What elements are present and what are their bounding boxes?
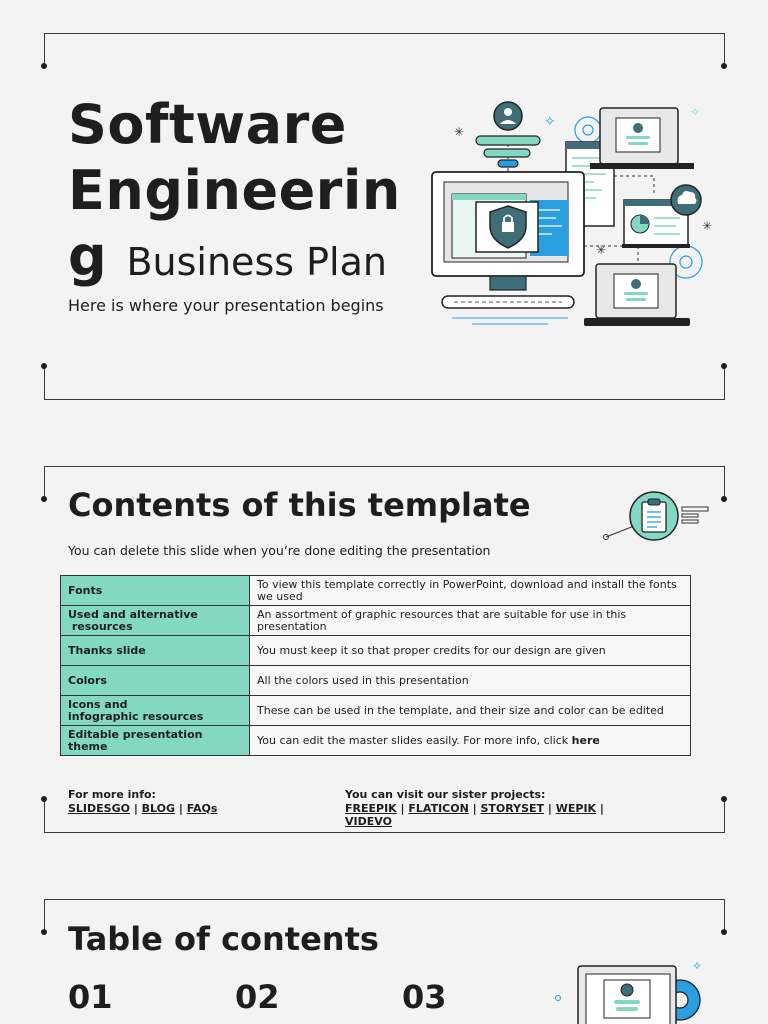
table-row: Colors All the colors used in this prese… [60, 665, 691, 696]
frame-top-right-tick [724, 899, 725, 933]
videvo-link[interactable]: VIDEVO [345, 815, 392, 828]
frame-dot [41, 496, 47, 502]
sister-projects-label: You can visit our sister projects: [345, 788, 546, 801]
more-info-label: For more info: [68, 788, 156, 801]
title-line-3: g [68, 225, 108, 288]
svg-text:✧: ✧ [690, 105, 700, 119]
wepik-link[interactable]: WEPIK [555, 801, 597, 815]
frame-bottom [44, 399, 725, 400]
key-connector: and [98, 607, 130, 621]
svg-text:✳: ✳ [454, 125, 464, 139]
row-value: All the colors used in this presentation [249, 665, 691, 696]
icons-link[interactable]: Icons [68, 697, 101, 711]
frame-dot [41, 929, 47, 935]
frame-top-left-tick [44, 899, 45, 933]
frame-dot [41, 363, 47, 369]
infographic-resources-link[interactable]: infographic resources [68, 709, 204, 723]
faqs-link[interactable]: FAQs [186, 801, 218, 815]
frame-dot [721, 929, 727, 935]
slidesgo-link[interactable]: SLIDESGO [68, 801, 130, 815]
separator: | [544, 801, 556, 815]
presentation-subtitle: Here is where your presentation begins [68, 296, 384, 315]
row-value: You must keep it so that proper credits … [249, 635, 691, 666]
thanks-slide-link[interactable]: Thanks slide [68, 643, 146, 657]
toc-title: Table of contents [68, 920, 379, 958]
section-number-01: 01 [68, 978, 113, 1016]
laptop-icon: ✧ [555, 959, 702, 1024]
alternative-link[interactable]: alternative [129, 607, 198, 621]
contents-table: Fonts To view this template correctly in… [60, 575, 691, 756]
row-key: Used and alternative resources [60, 605, 250, 636]
separator: | [468, 801, 481, 815]
frame-top-left-tick [44, 466, 45, 500]
separator: | [596, 801, 604, 815]
frame-top-right-tick [724, 466, 725, 500]
freepik-link[interactable]: FREEPIK [345, 801, 397, 815]
lock-icon [502, 222, 514, 232]
flaticon-link[interactable]: FLATICON [408, 801, 469, 815]
separator: | [175, 801, 187, 815]
frame-bottom-left-tick [44, 799, 45, 833]
separator: | [129, 801, 142, 815]
svg-text:✧: ✧ [692, 959, 702, 973]
frame-bottom-right-tick [724, 799, 725, 833]
used-link[interactable]: Used [68, 607, 99, 621]
frame-bottom-right-tick [724, 366, 725, 400]
title-business-plan: Business Plan [126, 240, 387, 284]
fonts-link[interactable]: Fonts [68, 583, 103, 597]
contents-lead: You can delete this slide when you’re do… [68, 543, 491, 558]
frame-top [44, 899, 725, 900]
frame-top [44, 466, 725, 467]
frame-dot [721, 363, 727, 369]
row-key: Thanks slide [60, 635, 250, 666]
row-value: You can edit the master slides easily. F… [249, 725, 691, 756]
title-line-1: Software [68, 93, 347, 156]
frame-bottom-left-tick [44, 366, 45, 400]
row-key: Colors [60, 665, 250, 696]
table-row: Used and alternative resources An assort… [60, 605, 691, 636]
more-info-block: For more info: SLIDESGO | BLOG | FAQs [68, 788, 217, 815]
blog-link[interactable]: BLOG [141, 801, 176, 815]
section-number-03: 03 [402, 978, 447, 1016]
table-row: Thanks slide You must keep it so that pr… [60, 635, 691, 666]
clipboard-icon [603, 491, 709, 541]
frame-dot [721, 796, 727, 802]
colors-link[interactable]: Colors [68, 673, 107, 687]
svg-text:✳: ✳ [702, 219, 712, 233]
table-row: Fonts To view this template correctly in… [60, 575, 691, 606]
frame-top-right-tick [724, 33, 725, 67]
row-value-text: You can edit the master slides easily. F… [257, 733, 572, 747]
row-key: Fonts [60, 575, 250, 606]
keyboard-icon [441, 295, 575, 309]
title-line-2: Engineerin [68, 159, 401, 222]
row-value: To view this template correctly in Power… [249, 575, 691, 606]
storyset-link[interactable]: STORYSET [480, 801, 545, 815]
row-key: Editable presentation theme [60, 725, 250, 756]
frame-dot [41, 63, 47, 69]
sister-projects-block: You can visit our sister projects: FREEP… [345, 788, 615, 829]
table-row: Editable presentation theme You can edit… [60, 725, 691, 756]
here-link[interactable]: here [571, 733, 600, 747]
frame-top-left-tick [44, 33, 45, 67]
software-security-illustration: ✧ ✧ ✳ ✳ ✳ [431, 101, 712, 326]
frame-dot [721, 496, 727, 502]
key-connector: and [100, 697, 128, 711]
row-value: An assortment of graphic resources that … [249, 605, 691, 636]
frame-bottom [44, 832, 725, 833]
svg-text:✧: ✧ [544, 114, 556, 130]
contents-title: Contents of this template [68, 486, 531, 524]
separator: | [396, 801, 409, 815]
frame-dot [721, 63, 727, 69]
resources-link[interactable]: resources [71, 619, 133, 633]
frame-top [44, 33, 725, 34]
svg-text:✳: ✳ [596, 243, 606, 257]
section-number-02: 02 [235, 978, 280, 1016]
frame-dot [41, 796, 47, 802]
row-value: These can be used in the template, and t… [249, 695, 691, 726]
